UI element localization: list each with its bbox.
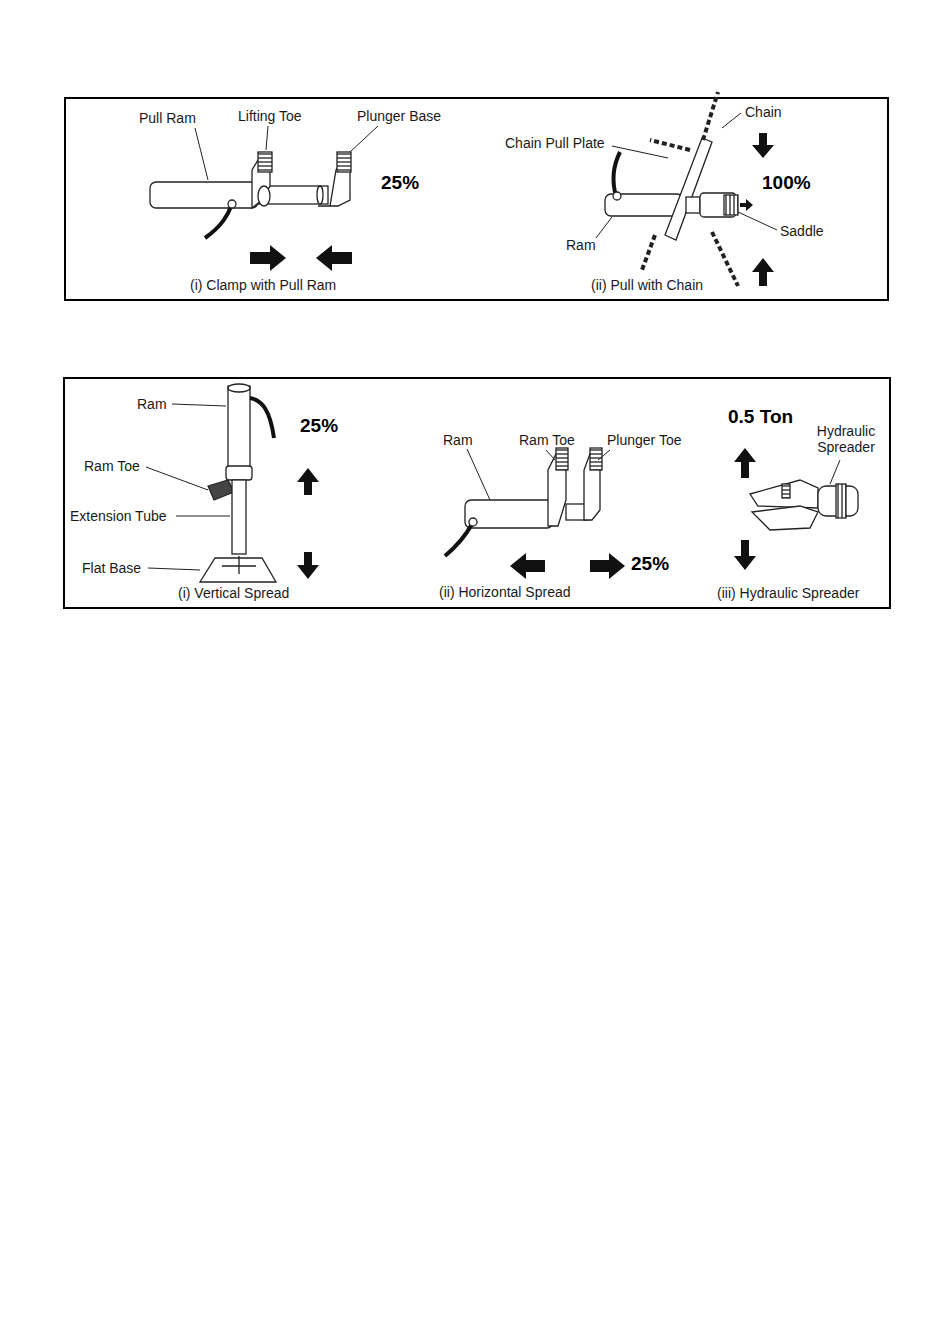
part-label: Ram [443,432,473,448]
caption: (iii) Hydraulic Spreader [717,585,859,601]
caption: (i) Vertical Spread [178,585,289,601]
part-label: Extension Tube [70,508,167,524]
caption: (ii) Pull with Chain [591,277,703,293]
part-label: Chain Pull Plate [505,135,605,151]
part-label: Pull Ram [139,110,196,126]
percent-value: 25% [381,172,419,194]
part-label: Ram Toe [84,458,140,474]
part-label: Chain [745,104,782,120]
part-label: Flat Base [82,560,141,576]
part-label: Plunger Toe [607,432,681,448]
part-label: Ram [137,396,167,412]
part-label: Lifting Toe [238,108,302,124]
percent-value: 100% [762,172,811,194]
part-label: Hydraulic Spreader [813,423,879,455]
part-label: Saddle [780,223,824,239]
part-label: Ram [566,237,596,253]
part-label: Plunger Base [357,108,441,124]
part-label: Ram Toe [519,432,575,448]
caption: (i) Clamp with Pull Ram [190,277,336,293]
percent-value: 25% [631,553,669,575]
percent-value: 0.5 Ton [728,406,793,428]
caption: (ii) Horizontal Spread [439,584,571,600]
percent-value: 25% [300,415,338,437]
